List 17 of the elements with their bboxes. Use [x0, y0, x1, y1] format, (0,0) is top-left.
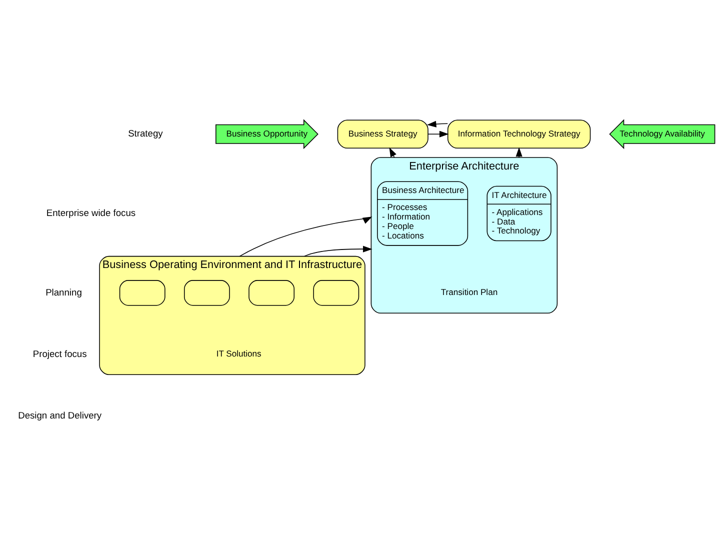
label: Strategy — [128, 128, 163, 139]
node-box — [248, 280, 294, 306]
node-box — [313, 280, 360, 306]
arrow — [428, 130, 449, 138]
arrow — [426, 120, 448, 128]
arrow — [239, 216, 372, 257]
label: Enterprise wide focus — [46, 208, 136, 218]
label: Planning — [46, 287, 82, 298]
arrow — [304, 246, 372, 257]
label: Project focus — [32, 348, 87, 359]
node-box: Business Strategy — [337, 120, 428, 149]
label: Design and Delivery — [18, 410, 102, 420]
node-box: Information Technology Strategy — [447, 120, 591, 149]
node-box — [119, 280, 166, 306]
node-box — [184, 280, 230, 306]
cluster: Business Operating Environment and IT Infrastructure IT Solutions — [99, 256, 366, 376]
arrow — [516, 147, 522, 158]
